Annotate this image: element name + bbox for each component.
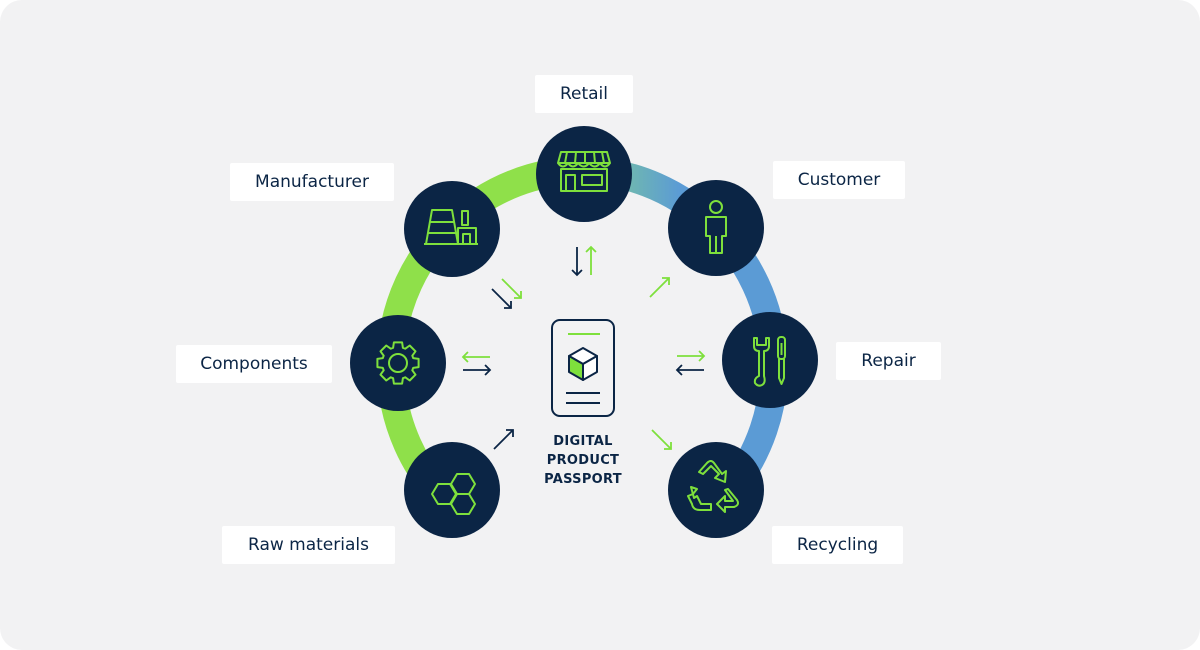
hexagons-icon <box>431 473 476 515</box>
node-customer <box>668 180 764 276</box>
label-components: Components <box>176 345 332 383</box>
node-retail <box>536 126 632 222</box>
person-icon <box>705 200 727 254</box>
node-manufacturer <box>404 181 500 277</box>
node-repair <box>722 312 818 408</box>
center-title-line-3: PASSPORT <box>544 472 622 487</box>
arrow-to-recycling <box>651 429 672 450</box>
shop-icon <box>557 151 611 192</box>
center-title-line-1: DIGITAL <box>553 434 613 449</box>
arrow-manufacturer-in <box>491 288 512 309</box>
arrow-to-repair <box>677 350 706 362</box>
phone-cube-icon <box>551 319 615 417</box>
arrow-components-in <box>463 364 492 376</box>
label-customer: Customer <box>773 161 905 199</box>
gear-icon <box>376 341 420 385</box>
label-repair: Repair <box>836 342 941 380</box>
arrow-retail-up <box>585 245 597 275</box>
arrow-manufacturer-out <box>501 278 522 299</box>
label-raw-materials: Raw materials <box>222 526 395 564</box>
ring-left-segment <box>376 156 585 499</box>
label-manufacturer: Manufacturer <box>230 163 394 201</box>
center-title-line-2: PRODUCT <box>546 453 620 468</box>
arrow-from-raw-materials <box>493 429 514 450</box>
node-components <box>350 315 446 411</box>
node-raw-materials <box>404 442 500 538</box>
wrench-screwdriver-icon <box>753 336 786 387</box>
arrow-components-out <box>461 351 490 363</box>
arrow-retail-down <box>571 247 583 277</box>
factory-icon <box>424 209 478 245</box>
arrow-to-customer <box>649 277 670 298</box>
label-recycling: Recycling <box>772 526 903 564</box>
recycle-icon <box>687 460 739 513</box>
flow-arrows <box>461 245 706 450</box>
node-recycling <box>668 442 764 538</box>
label-retail: Retail <box>535 75 633 113</box>
arrow-from-repair <box>675 364 704 376</box>
digital-product-passport-title: DIGITAL PRODUCT PASSPORT <box>528 432 638 489</box>
